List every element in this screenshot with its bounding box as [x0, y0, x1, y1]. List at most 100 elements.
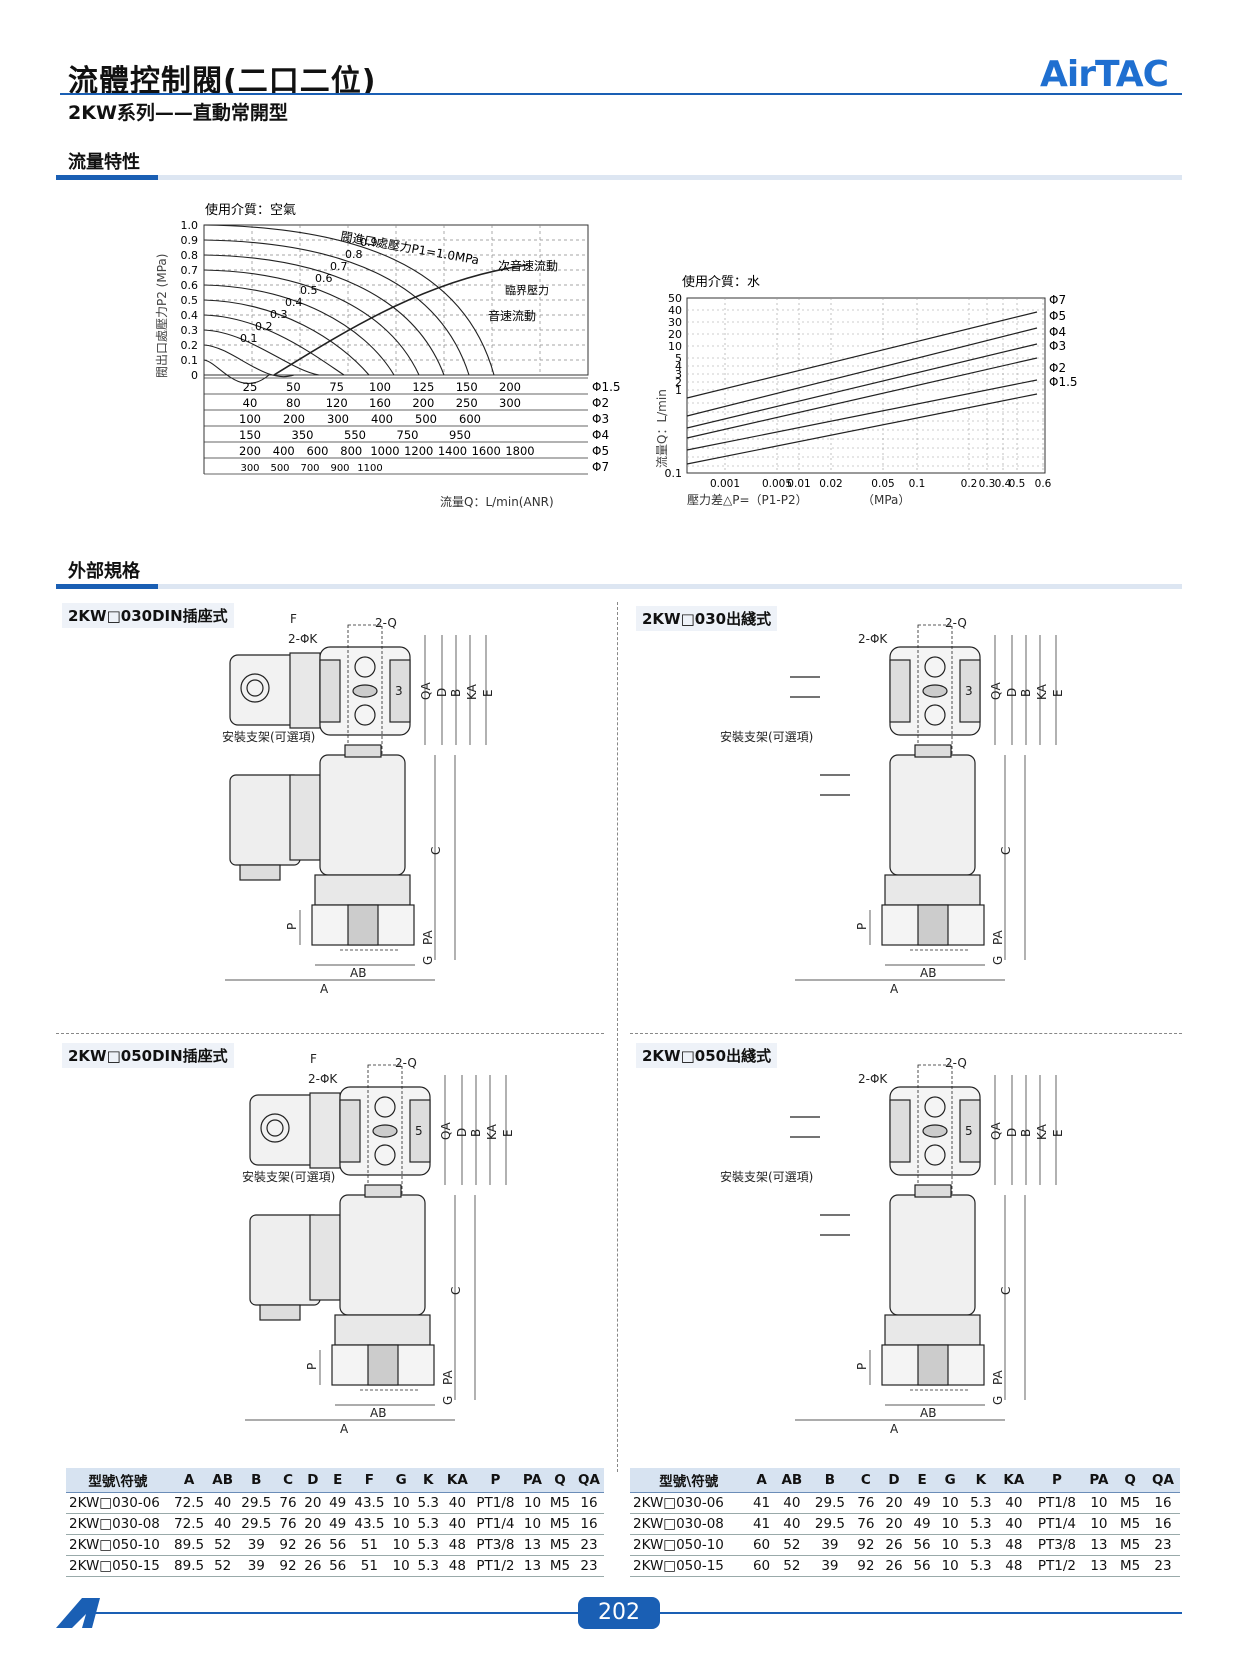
- spec-cell: 40: [997, 1513, 1031, 1535]
- water-xtick: 0.001: [710, 478, 740, 490]
- dim-pa: PA: [441, 1370, 455, 1385]
- spec-cell: 56: [325, 1555, 351, 1577]
- air-ytick: 0: [191, 369, 198, 382]
- zone-sonic: 音速流動: [488, 308, 536, 323]
- air-flow-chart: 使用介質：空氣 閥出口處壓力P2 (MPa) 1.00.90.80.70.60.…: [155, 202, 621, 509]
- air-flow-value: 125: [412, 380, 434, 394]
- spec-cell: 48: [442, 1534, 472, 1556]
- air-flow-value: 150: [456, 380, 478, 394]
- dim-g: G: [991, 956, 1005, 965]
- spec-col-header: E: [908, 1468, 937, 1493]
- water-ytick: 10: [668, 340, 682, 353]
- spec-col-header: Q: [545, 1468, 575, 1493]
- air-ytick: 0.2: [181, 339, 199, 352]
- spec-col-header: F: [350, 1468, 389, 1493]
- dim-pa: PA: [991, 1370, 1005, 1385]
- spec-cell: 89.5: [169, 1534, 209, 1556]
- air-flow-value: 50: [286, 380, 301, 394]
- water-xtick: 0.5: [1009, 478, 1026, 490]
- air-flow-value: 1800: [505, 444, 534, 458]
- water-ytick: 3: [675, 368, 682, 381]
- spec-cell: 2KW□030-06: [630, 1492, 748, 1514]
- spec-cell: 48: [997, 1555, 1031, 1577]
- spec-cell: 23: [1146, 1555, 1180, 1577]
- dim-c: C: [999, 847, 1013, 855]
- water-series-label: Φ2: [1049, 361, 1066, 375]
- spec-col-header: Q: [1114, 1468, 1146, 1493]
- spec-cell: 76: [275, 1513, 301, 1535]
- spec-col-header: D: [879, 1468, 909, 1493]
- spec-cell: 20: [879, 1513, 909, 1535]
- spec-cell: M5: [545, 1534, 575, 1556]
- spec-cell: 52: [208, 1534, 237, 1556]
- spec-col-header: PA: [1083, 1468, 1115, 1493]
- air-curve-label: 0.7: [330, 260, 348, 273]
- spec-col-header: A: [747, 1468, 776, 1493]
- air-row-dia: Φ3: [592, 412, 609, 426]
- spec-cell: 29.5: [237, 1513, 276, 1535]
- spec-col-header: G: [388, 1468, 414, 1493]
- dim-ka: KA: [1035, 683, 1049, 700]
- air-flow-value: 500: [270, 463, 289, 474]
- air-row-dia: Φ1.5: [592, 380, 621, 394]
- spec-cell: 72.5: [169, 1513, 209, 1535]
- dim-k: 2-ΦK: [308, 1072, 338, 1086]
- dim-g: G: [991, 1396, 1005, 1405]
- spec-col-header: QA: [1146, 1468, 1180, 1493]
- bracket-label: 安裝支架(可選項): [720, 1169, 813, 1184]
- spec-cell: 40: [442, 1492, 472, 1514]
- spec-cell: 92: [851, 1555, 880, 1577]
- page-number: 202: [578, 1597, 660, 1629]
- air-curve-label: 0.4: [285, 296, 303, 309]
- dim-c: C: [999, 1287, 1013, 1295]
- spec-cell: 56: [908, 1555, 937, 1577]
- air-flow-value: 400: [371, 412, 393, 426]
- ext-section-title: 外部規格: [68, 561, 140, 582]
- dim-f: F: [310, 1052, 317, 1066]
- air-flow-value: 400: [273, 444, 295, 458]
- spec-cell: M5: [1114, 1534, 1146, 1556]
- air-flow-value: 350: [292, 428, 314, 442]
- zone-subsonic: 次音速流動: [498, 258, 558, 273]
- air-ytick: 0.5: [181, 294, 199, 307]
- water-ytick: 4: [675, 360, 682, 373]
- spec-cell: 2KW□050-10: [66, 1534, 170, 1556]
- dim-e: E: [501, 1129, 515, 1137]
- spec-col-header: C: [275, 1468, 301, 1493]
- spec-cell: 40: [775, 1492, 809, 1514]
- view-title-050-din: 2KW□050DIN插座式: [62, 1043, 234, 1068]
- air-curve-label: 0.6: [315, 272, 333, 285]
- water-series-label: Φ4: [1049, 325, 1066, 339]
- air-medium-label: 使用介質：空氣: [205, 202, 296, 218]
- spec-cell: 2KW□050-15: [630, 1555, 748, 1577]
- spec-cell: 92: [851, 1534, 880, 1556]
- spec-cell: 76: [851, 1492, 880, 1514]
- dim-k: 2-ΦK: [288, 632, 318, 646]
- spec-col-header: K: [413, 1468, 443, 1493]
- dim-d: D: [455, 1128, 469, 1137]
- dim-qa: QA: [439, 1122, 453, 1140]
- air-flow-value: 120: [326, 396, 348, 410]
- air-curve: [203, 299, 370, 376]
- spec-cell: 16: [1146, 1513, 1180, 1535]
- air-flow-value: 300: [240, 463, 259, 474]
- spec-cell: 40: [208, 1513, 237, 1535]
- air-ytick: 0.9: [181, 234, 199, 247]
- dim-c: C: [449, 1287, 463, 1295]
- spec-cell: PT1/4: [1030, 1513, 1084, 1535]
- dim-d: D: [1005, 688, 1019, 697]
- spec-col-header: P: [471, 1468, 520, 1493]
- spec-col-header: C: [851, 1468, 880, 1493]
- air-flow-value: 80: [286, 396, 301, 410]
- spec-cell: 10: [388, 1492, 414, 1514]
- spec-cell: 43.5: [350, 1513, 389, 1535]
- spec-cell: PT1/4: [471, 1513, 520, 1535]
- spec-cell: 5.3: [413, 1534, 443, 1556]
- dim-e: E: [1051, 689, 1065, 697]
- spec-cell: M5: [1114, 1492, 1146, 1514]
- horizontal-divider-left: [56, 1033, 604, 1034]
